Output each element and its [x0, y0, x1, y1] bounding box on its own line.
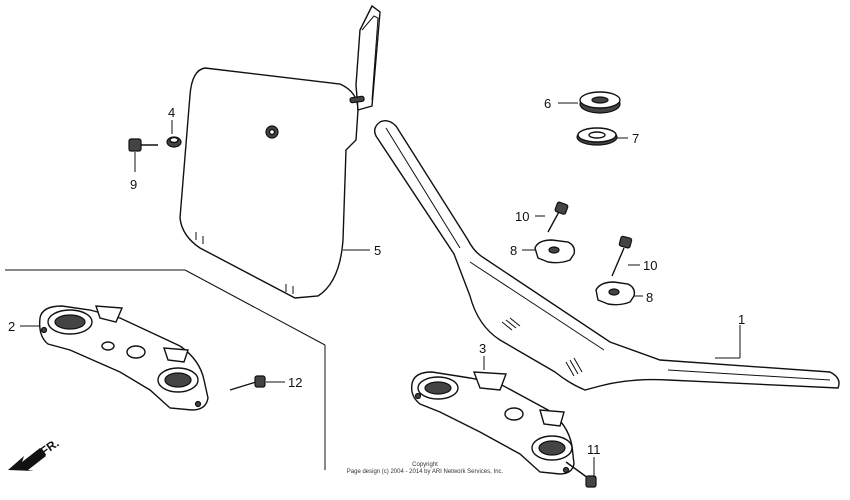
callout-4[interactable]: 4 [168, 105, 175, 120]
callout-8-lower[interactable]: 8 [646, 290, 653, 305]
bolt-12[interactable] [229, 375, 285, 391]
front-direction-arrow-icon: FR. [8, 436, 62, 471]
collar[interactable] [166, 120, 182, 148]
section-divider [5, 269, 326, 470]
callout-10-lower[interactable]: 10 [643, 258, 657, 273]
nut-6[interactable] [558, 91, 621, 114]
copyright-line-1: Copyright [412, 462, 438, 468]
callout-6[interactable]: 6 [544, 96, 551, 111]
holder-8-lower[interactable] [595, 281, 643, 306]
number-plate[interactable] [179, 4, 381, 299]
washer-7[interactable] [576, 127, 628, 146]
callout-9[interactable]: 9 [130, 177, 137, 192]
handlebar-knurl-left [501, 317, 521, 331]
callout-5[interactable]: 5 [374, 243, 381, 258]
callout-11[interactable]: 11 [587, 442, 601, 457]
top-bridge-left[interactable] [20, 305, 209, 411]
callout-2[interactable]: 2 [8, 319, 15, 334]
callout-8-upper[interactable]: 8 [510, 243, 517, 258]
copyright-line-2: Page design (c) 2004 - 2014 by ARI Netwo… [346, 469, 504, 475]
handlebar[interactable] [373, 119, 840, 391]
copyright-notice: Copyright Page design (c) 2004 - 2014 by… [300, 462, 550, 476]
callout-1[interactable]: 1 [738, 312, 745, 327]
callout-12[interactable]: 12 [288, 375, 302, 390]
bolt-10-lower[interactable] [611, 235, 640, 277]
bolt-11[interactable] [565, 457, 597, 488]
bolt-9[interactable] [128, 138, 158, 172]
handlebar-knurl-right [565, 357, 583, 377]
holder-8-upper[interactable] [522, 239, 576, 264]
callout-7[interactable]: 7 [632, 131, 639, 146]
callout-10-upper[interactable]: 10 [515, 209, 529, 224]
top-bridge-right[interactable] [410, 356, 575, 475]
callout-3[interactable]: 3 [479, 341, 486, 356]
bolt-10-upper[interactable] [535, 201, 569, 233]
